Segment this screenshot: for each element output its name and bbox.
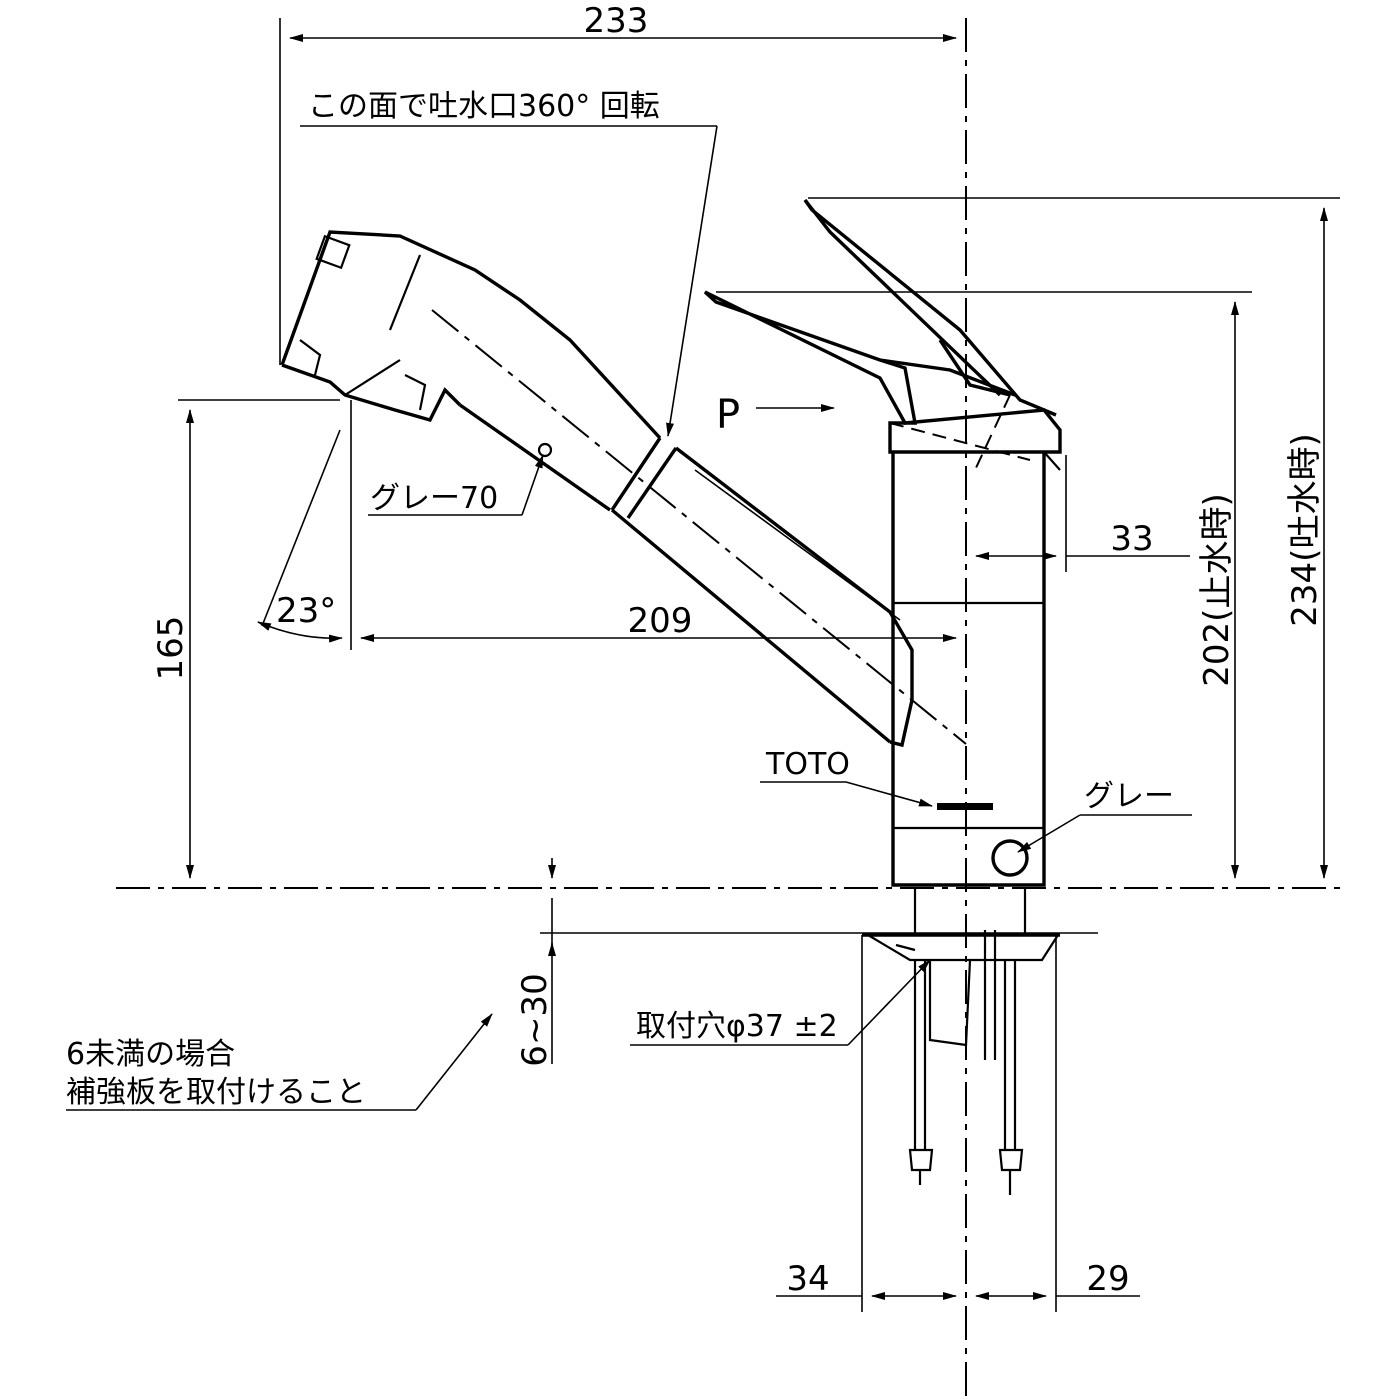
note-rotation: この面で吐水口360° 回転 bbox=[308, 89, 660, 124]
dim-height-flow: 234(吐水時) bbox=[1285, 433, 1325, 626]
faucet-body bbox=[888, 408, 1062, 887]
dim-height-stop: 202(止水時) bbox=[1197, 493, 1237, 686]
lever-flow-position bbox=[803, 198, 1057, 471]
dim-right-of-center: 29 bbox=[1086, 1259, 1129, 1299]
dim-deck-thickness: 6~30 bbox=[515, 973, 555, 1066]
dim-total-width: 233 bbox=[584, 1, 649, 41]
dim-spout-height: 165 bbox=[151, 616, 191, 681]
lever-mark-p: P bbox=[716, 392, 740, 438]
note-reinforce-line2: 補強板を取付けること bbox=[66, 1075, 366, 1110]
dim-spout-angle: 23° bbox=[276, 591, 336, 631]
note-brand: TOTO bbox=[765, 747, 850, 782]
brand-plate bbox=[937, 803, 993, 810]
note-reinforce-line1: 6未満の場合 bbox=[66, 1037, 235, 1072]
note-grey-part: グレー bbox=[1084, 779, 1174, 814]
note-mount-hole: 取付穴φ37 ±2 bbox=[636, 1009, 838, 1044]
grey-knob bbox=[991, 839, 1029, 877]
lever-stop-position bbox=[703, 290, 1016, 425]
note-hose-grey: グレー70 bbox=[370, 481, 498, 516]
dim-spout-reach: 209 bbox=[628, 601, 693, 641]
dim-lever-offset: 33 bbox=[1110, 519, 1153, 559]
mounting-shank bbox=[862, 888, 1060, 1195]
spout-pull-out-head bbox=[280, 230, 967, 748]
dim-left-of-center: 34 bbox=[786, 1259, 829, 1299]
